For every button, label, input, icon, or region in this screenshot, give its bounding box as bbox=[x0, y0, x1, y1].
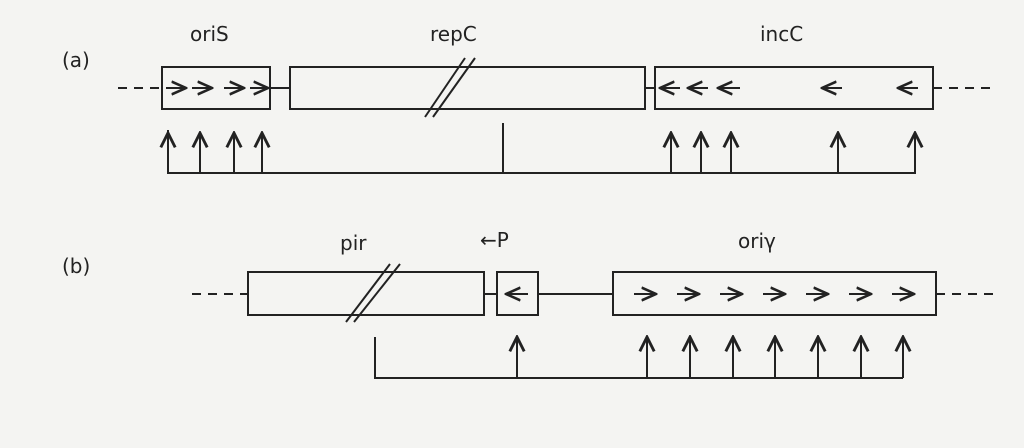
panel-b-map bbox=[192, 263, 995, 379]
promoter-label: ←P bbox=[480, 228, 509, 252]
binding-bracket bbox=[167, 130, 916, 174]
ori-gamma-label: oriγ bbox=[738, 229, 776, 253]
gene-break-slash bbox=[424, 57, 466, 118]
gene-break-slash bbox=[353, 263, 401, 323]
panel-a-label: (a) bbox=[62, 48, 90, 72]
repc-label: repC bbox=[430, 22, 477, 46]
gene-break-slash bbox=[432, 57, 476, 118]
gene-break-slash bbox=[345, 263, 391, 323]
binding-bracket bbox=[374, 337, 903, 379]
pir-box bbox=[247, 271, 485, 316]
repc-box bbox=[289, 66, 646, 110]
panel-b-label: (b) bbox=[62, 254, 91, 278]
panel-a-map bbox=[118, 57, 990, 174]
incc-label: incC bbox=[760, 22, 804, 46]
oris-label: oriS bbox=[190, 22, 229, 46]
pir-label: pir bbox=[340, 231, 367, 255]
